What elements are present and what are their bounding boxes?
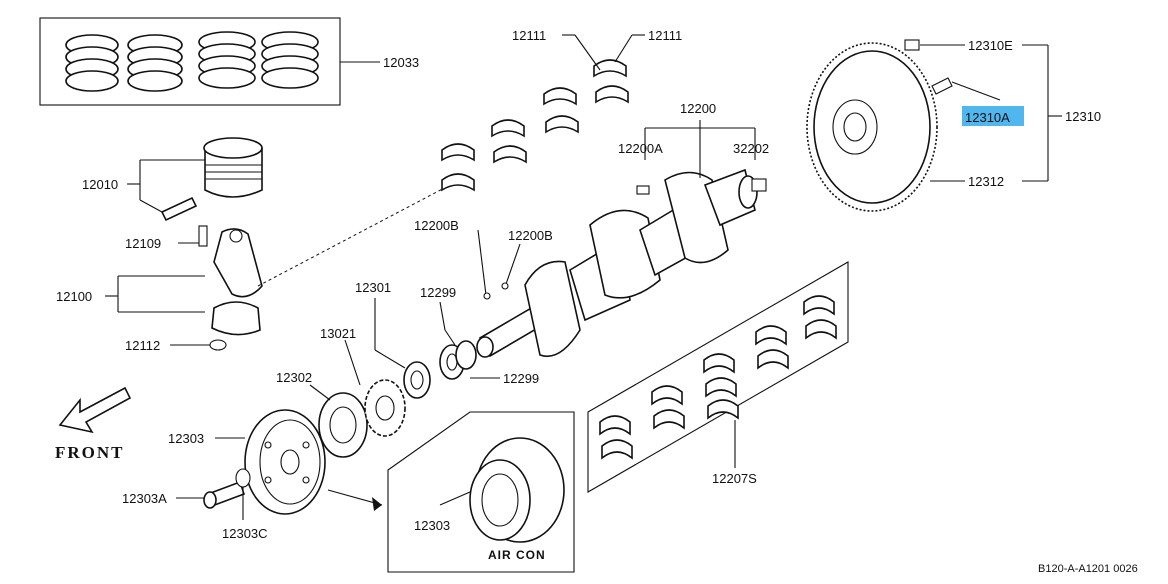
flywheel-dowel <box>904 39 920 51</box>
con-rod-body <box>213 228 263 298</box>
label-32202: 32202 <box>733 141 769 156</box>
main-bearing-6 <box>705 377 737 398</box>
main-bearing-7 <box>707 399 739 420</box>
main-bearing-2 <box>601 439 633 460</box>
label-12302: 12302 <box>276 370 312 385</box>
ring-set-3 <box>198 31 256 89</box>
crankshaft-group[interactable]: 12200 12200A 32202 12200B 12200B <box>414 101 769 358</box>
front-end-group[interactable]: 12303 12303A 12303C 12302 13021 12301 12… <box>122 280 539 541</box>
label-12303: 12303 <box>168 431 204 446</box>
main-bearing-9 <box>757 349 789 370</box>
front-direction-group: FRONT <box>55 386 132 462</box>
label-12200b-b: 12200B <box>508 228 553 243</box>
aircon-inset-frame <box>387 411 575 573</box>
label-12100: 12100 <box>56 289 92 304</box>
main-bearings-frame <box>587 261 849 493</box>
crank-pilot-bushing <box>751 178 767 192</box>
main-bearings-group[interactable]: 12207S <box>587 261 849 493</box>
piston-group[interactable]: 12010 <box>82 137 263 222</box>
label-13021: 13021 <box>320 326 356 341</box>
rod-bearing-5 <box>543 87 577 106</box>
aircon-pointer-arrow-icon <box>372 497 382 511</box>
piston-pin <box>160 196 198 222</box>
label-12310e: 12310E <box>968 38 1013 53</box>
label-12312: 12312 <box>968 174 1004 189</box>
rod-bearing-7 <box>593 59 627 78</box>
main-bearing-5 <box>703 353 735 374</box>
label-12303c: 12303C <box>222 526 268 541</box>
main-bearing-10 <box>803 295 835 316</box>
rod-to-crank-dash <box>257 184 451 287</box>
con-rod-cap <box>211 301 261 336</box>
crank-plug-a <box>483 292 491 300</box>
label-12299-b: 12299 <box>503 371 539 386</box>
label-12303a: 12303A <box>122 491 167 506</box>
con-rod-bolt <box>198 225 208 247</box>
label-12301: 12301 <box>355 280 391 295</box>
crank-plug-b <box>501 282 509 290</box>
label-12033: 12033 <box>383 55 419 70</box>
main-bearing-1 <box>599 415 631 436</box>
label-12111-a: 12111 <box>512 28 546 43</box>
rod-bearing-1 <box>441 143 475 162</box>
label-12310a[interactable]: 12310A <box>965 110 1010 125</box>
piston-rings-group[interactable]: 12033 <box>39 17 419 106</box>
label-12200: 12200 <box>680 101 716 116</box>
label-12112: 12112 <box>125 338 160 353</box>
figure-code: B120-A-A1201 0026 <box>1038 563 1138 575</box>
main-bearing-3 <box>651 385 683 406</box>
crank-web-1 <box>524 260 581 357</box>
label-12303-aircon: 12303 <box>414 518 450 533</box>
label-12200b-a: 12200B <box>414 218 459 233</box>
aircon-inset-group[interactable]: 12303 AIR CON <box>327 411 575 573</box>
crank-key-washer-2 <box>455 340 477 370</box>
ring-set-1 <box>65 34 119 92</box>
rod-bearing-6 <box>545 115 579 134</box>
rod-bearing-4 <box>493 145 527 164</box>
label-front: FRONT <box>55 443 125 462</box>
rod-bearing-8 <box>595 85 629 104</box>
label-12109: 12109 <box>125 236 161 251</box>
flywheel-bolt <box>931 77 953 95</box>
label-12200a: 12200A <box>618 141 663 156</box>
label-12299-a: 12299 <box>420 285 456 300</box>
crank-dowel <box>636 185 650 195</box>
piston-crown <box>203 137 263 159</box>
highlight-12310a <box>962 106 1024 126</box>
main-bearing-8 <box>755 325 787 346</box>
connecting-rod-group[interactable]: 12109 12100 12112 <box>56 184 451 353</box>
con-rod-nut <box>209 339 227 351</box>
main-bearing-4 <box>653 409 685 430</box>
rod-bearings-group[interactable]: 12111 12111 <box>441 28 682 192</box>
ring-set-4 <box>261 31 319 89</box>
main-bearing-11 <box>805 319 837 340</box>
rod-bearing-3 <box>491 119 525 138</box>
rod-bearing-2 <box>441 173 475 192</box>
front-arrow-icon <box>58 386 132 434</box>
label-12207s: 12207S <box>712 471 757 486</box>
label-12310: 12310 <box>1065 109 1101 124</box>
ring-set-2 <box>127 34 183 92</box>
flywheel-group[interactable]: 12310E 12310A 12312 12310 <box>806 38 1101 212</box>
pulley-washer <box>235 468 251 488</box>
label-12010: 12010 <box>82 177 118 192</box>
label-air-con: AIR CON <box>488 548 546 562</box>
label-12111-b: 12111 <box>648 28 682 43</box>
